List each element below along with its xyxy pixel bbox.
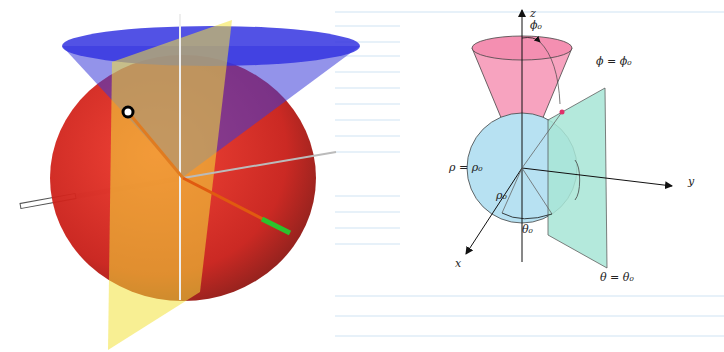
render-3d (20, 14, 360, 350)
textbook-figure (466, 10, 672, 268)
axis-label: ρ₀ (496, 190, 507, 201)
axis-label: ϕ = ϕ₀ (596, 56, 632, 67)
axis-label: ϕ₀ (530, 20, 542, 31)
axis-label: x (455, 258, 461, 269)
axis-label: θ = θ₀ (600, 272, 634, 283)
axis-label: y (688, 176, 694, 187)
axis-label: θ₀ (522, 224, 533, 235)
notebook-lines (335, 12, 724, 336)
axis-label: ρ = ρ₀ (449, 162, 483, 173)
axis-label: z (530, 8, 536, 19)
